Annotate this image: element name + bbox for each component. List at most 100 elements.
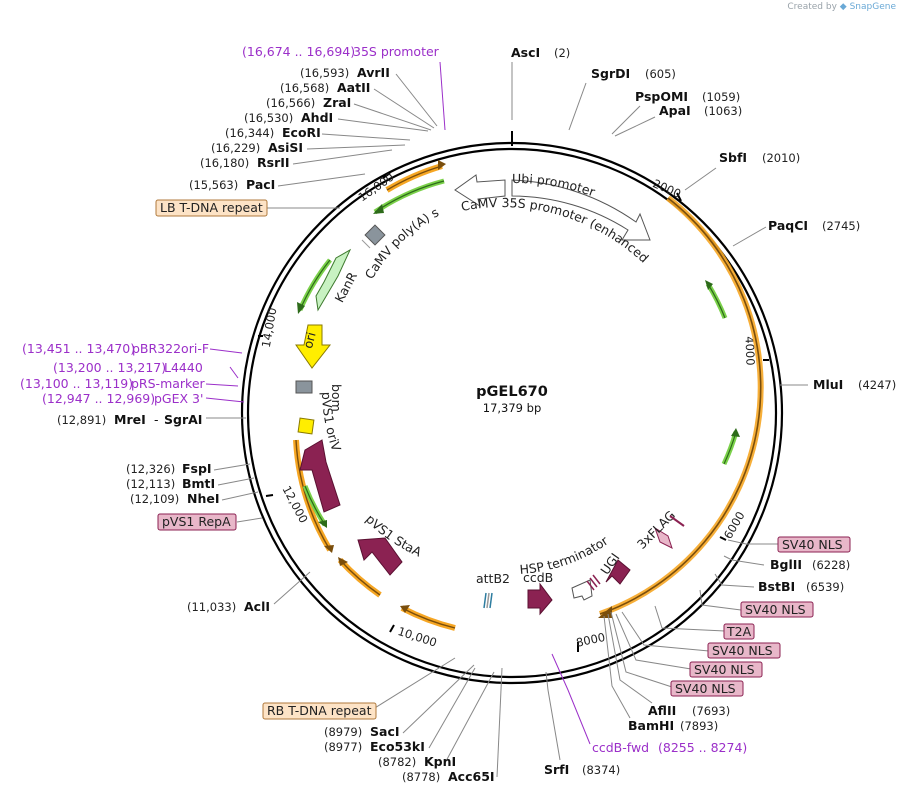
- site-eco53ki: (8977) Eco53kI: [324, 739, 425, 754]
- primers-5-name: ccdB-fwd: [592, 740, 649, 755]
- tick-14000: 14,000: [259, 307, 280, 349]
- left_sites-8-pos: (12,891): [57, 413, 106, 427]
- site-kpni: (8782)KpnI: [378, 754, 456, 769]
- right_sites-10-name: BamHI: [628, 718, 674, 733]
- right_sites-10-pos: (7893): [680, 719, 718, 733]
- bom-marker: [295, 380, 313, 394]
- scale-ticks: [258, 131, 769, 652]
- ccdb-label: ccdB: [523, 570, 553, 585]
- primers-5-range: (8255 .. 8274): [658, 740, 747, 755]
- site-mrei-sgrai: (12,891)MreI-SgrAI: [57, 412, 202, 427]
- leader-lines: [206, 62, 808, 778]
- left_sites-0-pos: (16,593): [300, 66, 349, 80]
- left_boxes-2-label: RB T-DNA repeat: [267, 703, 372, 718]
- right_sites-9-pos: (7693): [692, 704, 730, 718]
- right_sites-8-pos: (6539): [806, 580, 844, 594]
- site-aflii: AflII (7693): [648, 703, 730, 718]
- right_sites-1-name: SgrDI: [591, 66, 630, 81]
- right_sites-6-name: MluI: [813, 377, 843, 392]
- right_sites-6-pos: (4247): [858, 378, 896, 392]
- site-avrii: (16,593)AvrII: [300, 65, 390, 80]
- attb2-marker: [483, 592, 493, 609]
- site-mlui: MluI (4247): [813, 377, 896, 392]
- left_sites-4-pos: (16,344): [225, 126, 274, 140]
- left_sites-1-pos: (16,568): [280, 81, 329, 95]
- right_boxes-4-label: SV40 NLS: [694, 662, 755, 677]
- box-rb-tdna: RB T-DNA repeat: [262, 702, 377, 720]
- site-asci: AscI(2): [511, 45, 570, 60]
- ccdb-arrow: [527, 582, 553, 616]
- left_sites-5-name: AsiSI: [268, 140, 303, 155]
- site-acli: (11,033)AclI: [187, 599, 270, 614]
- left_sites-13-name: SacI: [370, 724, 400, 739]
- primers-1-name: pBR322ori-F: [132, 341, 209, 356]
- right_sites-7-name: BglII: [770, 557, 802, 572]
- primers-0-range: (16,674 .. 16,694): [242, 44, 355, 59]
- right_sites-5-pos: (2745): [822, 219, 860, 233]
- site-fspi: (12,326)FspI: [126, 461, 212, 476]
- snapgene-credit: Created by ◆ SnapGene: [787, 2, 896, 12]
- credit-prefix: Created by: [787, 2, 837, 12]
- tick-10000: 10,000: [396, 624, 439, 650]
- right_boxes-5-label: SV40 NLS: [675, 681, 736, 696]
- left-sites: (16,593)AvrII (16,568)AatII (16,566)ZraI…: [57, 65, 495, 784]
- left_sites-14-name: Eco53kI: [370, 739, 425, 754]
- left_sites-16-pos: (8778): [402, 770, 440, 784]
- box-sv40-nls-2: SV40 NLS: [740, 601, 814, 618]
- site-paci: (15,563)PacI: [189, 177, 275, 192]
- primers-1-range: (13,451 .. 13,470): [22, 341, 135, 356]
- primers-2-range: (13,200 .. 13,217): [53, 360, 166, 375]
- right_sites-0-name: AscI: [511, 45, 540, 60]
- left_sites-3-pos: (16,530): [244, 111, 293, 125]
- tick-8000: 8000: [575, 630, 607, 650]
- left_sites-11-pos: (12,109): [130, 492, 179, 506]
- box-sv40-nls-5: SV40 NLS: [670, 680, 744, 697]
- plasmid-size: 17,379 bp: [483, 401, 542, 415]
- right_sites-4-name: SbfI: [719, 150, 747, 165]
- left_sites-14-pos: (8977): [324, 740, 362, 754]
- pvs1-repa-arrow: [299, 439, 341, 513]
- left_sites-2-name: ZraI: [323, 95, 351, 110]
- right_sites-11-name: SrfI: [544, 762, 569, 777]
- hsp-arrow: [571, 579, 593, 601]
- box-pvs1-repa: pVS1 RepA: [157, 513, 237, 531]
- left_sites-4-name: EcoRI: [282, 125, 321, 140]
- credit-brand: SnapGene: [849, 2, 896, 12]
- left_sites-13-pos: (8979): [324, 725, 362, 739]
- site-saci: (8979) SacI: [324, 724, 400, 739]
- right_sites-9-name: AflII: [648, 703, 676, 718]
- left_sites-6-pos: (16,180): [200, 156, 249, 170]
- right_sites-3-name: ApaI: [659, 103, 691, 118]
- primers-3-range: (13,100 .. 13,119): [20, 376, 133, 391]
- features-hsp: HSP terminator: [519, 532, 611, 577]
- site-nhei: (12,109) NheI: [130, 491, 220, 506]
- box-t2a: T2A: [723, 623, 755, 640]
- box-sv40-nls-3: SV40 NLS: [707, 642, 781, 659]
- site-ecori: (16,344) EcoRI: [225, 125, 321, 140]
- primer-pgex-3: (12,947 .. 12,969)pGEX 3': [42, 391, 203, 406]
- left_sites-8-extra: SgrAI: [164, 412, 202, 427]
- site-sbfi: SbfI (2010): [719, 150, 800, 165]
- left-features: CaMV poly(A) signal KanR ori bom pVS1 or…: [0, 0, 441, 576]
- left_sites-11-name: NheI: [187, 491, 220, 506]
- right_sites-4-pos: (2010): [762, 151, 800, 165]
- left_sites-15-pos: (8782): [378, 755, 416, 769]
- ori-arrow: [295, 324, 332, 369]
- site-rsrii: (16,180)RsrII: [200, 155, 290, 170]
- box-sv40-nls-1: SV40 NLS: [777, 536, 851, 553]
- ugi-markers: [586, 574, 601, 591]
- right_sites-7-pos: (6228): [812, 558, 850, 572]
- site-sgrdi: SgrDI(605): [591, 66, 676, 81]
- left_sites-9-name: FspI: [182, 461, 212, 476]
- flag-arrow: [654, 526, 673, 549]
- feature-arcs: [293, 160, 764, 631]
- primer-l4440: (13,200 .. 13,217)L4440: [53, 360, 203, 375]
- site-acc65i: (8778)Acc65I: [402, 769, 495, 784]
- plasmid-name: pGEL670: [476, 384, 548, 400]
- site-apai: ApaI(1063): [659, 103, 742, 118]
- svg-text:-: -: [154, 412, 159, 427]
- pvs1-oriv-marker: [297, 417, 315, 435]
- site-bamhi: BamHI (7893): [628, 718, 718, 733]
- site-zrai: (16,566)ZraI: [266, 95, 351, 110]
